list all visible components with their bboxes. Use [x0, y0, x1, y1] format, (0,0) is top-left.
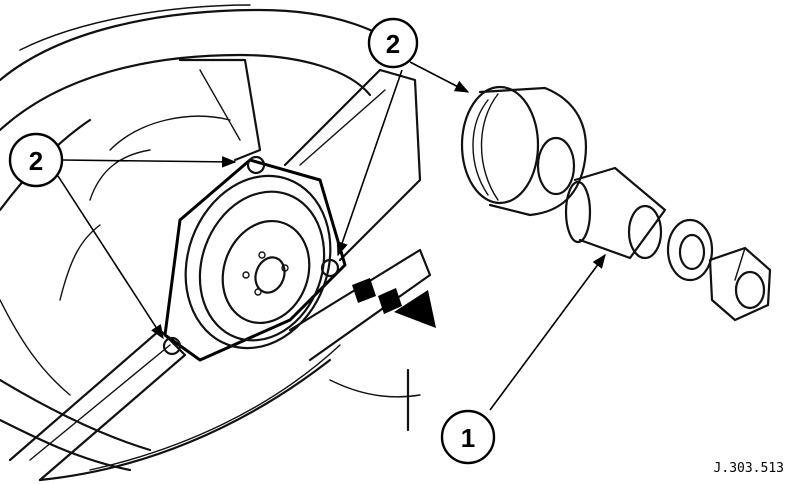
callout-label: 2: [29, 146, 43, 176]
washer: [666, 218, 714, 282]
boss-left: [162, 336, 182, 356]
leader-lines: [57, 61, 606, 411]
hub-assembly: [162, 155, 347, 362]
boss-right: [320, 258, 340, 278]
removal-direction-arrow: [352, 278, 436, 432]
callout-1: 1: [440, 409, 496, 465]
reference-code: J.303.513: [714, 461, 784, 476]
callout-2-left: 2: [8, 132, 64, 188]
spacer-tube: [564, 166, 667, 260]
damper-bush: [460, 85, 588, 217]
callout-label: 2: [386, 29, 400, 59]
nut: [708, 246, 772, 322]
callout-2-top: 2: [367, 17, 419, 69]
exploded-parts: [460, 85, 772, 322]
boss-top: [246, 155, 266, 175]
callout-label: 1: [461, 423, 475, 453]
steering-wheel: [0, 4, 432, 482]
